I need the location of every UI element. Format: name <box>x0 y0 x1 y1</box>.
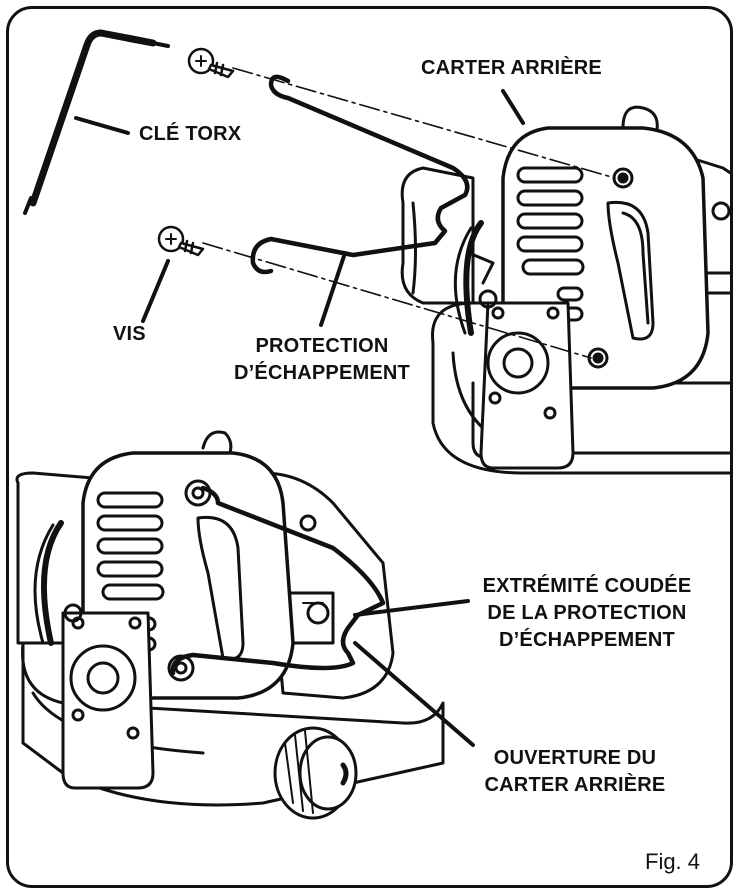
alignment-lines <box>202 67 616 359</box>
label-bent-end-line3: D’ÉCHAPPEMENT <box>499 629 675 651</box>
label-rear-housing: CARTER ARRIÈRE <box>421 57 602 79</box>
label-bent-end-line1: EXTRÉMITÉ COUDÉE <box>482 575 692 597</box>
label-opening-line1: OUVERTURE DU <box>493 747 657 769</box>
exhaust-guard-wire-top <box>250 74 470 275</box>
bottom-engine <box>15 430 445 820</box>
torx-key-shape <box>23 29 170 215</box>
screw-top <box>187 47 235 79</box>
label-screw: VIS <box>113 323 146 345</box>
label-opening: OUVERTURE DU CARTER ARRIÈRE <box>471 745 679 799</box>
label-opening-line2: CARTER ARRIÈRE <box>484 774 666 796</box>
label-bent-end-line2: DE LA PROTECTION <box>487 602 687 624</box>
top-engine <box>400 105 730 475</box>
leader-lines-bottom <box>353 599 475 747</box>
figure-number: Fig. 4 <box>645 849 701 874</box>
label-exhaust-guard-line1: PROTECTION <box>255 335 389 357</box>
exhaust-guard-wire-bottom <box>170 485 386 676</box>
label-bent-end: EXTRÉMITÉ COUDÉE DE LA PROTECTION D’ÉCHA… <box>471 573 703 654</box>
leader-lines-top <box>74 89 525 327</box>
label-torx-key: CLÉ TORX <box>139 123 242 145</box>
illustration-frame: CARTER ARRIÈRE CLÉ TORX VIS PROTECTION D… <box>6 6 733 888</box>
assembly-drawing <box>15 29 730 820</box>
label-exhaust-guard: PROTECTION D’ÉCHAPPEMENT <box>217 333 427 387</box>
screw-bottom <box>157 225 205 257</box>
label-exhaust-guard-line2: D’ÉCHAPPEMENT <box>234 362 410 384</box>
